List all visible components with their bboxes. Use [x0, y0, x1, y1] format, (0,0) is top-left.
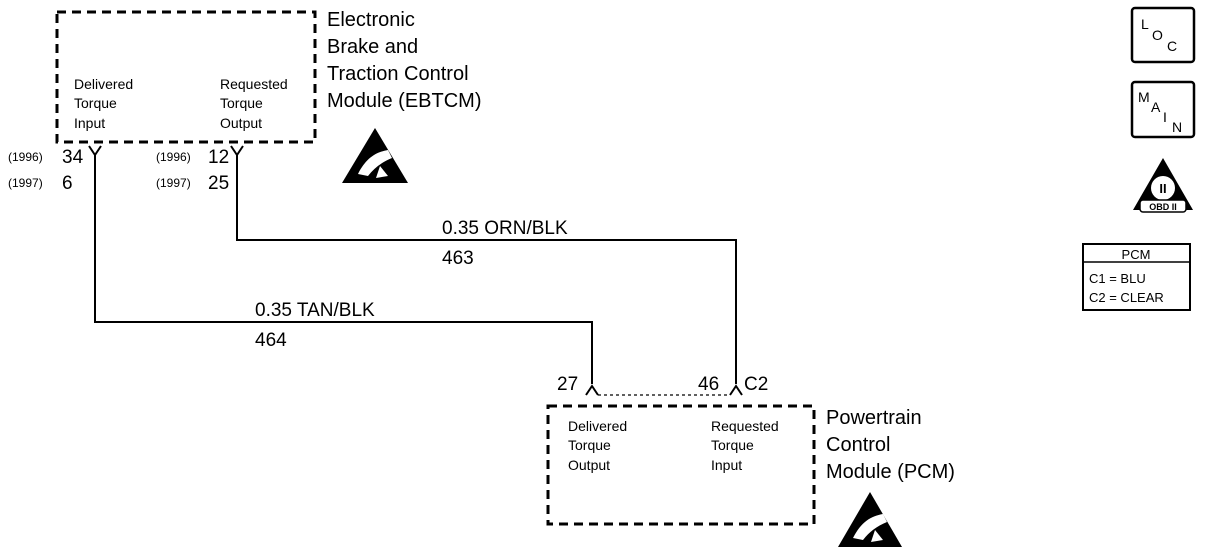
loc-icon-o: O — [1152, 27, 1163, 43]
esd-warning-icon-pcm — [838, 492, 902, 547]
legend-title: PCM — [1122, 247, 1151, 262]
main-icon-i: I — [1163, 109, 1167, 125]
ebtcm-terminal-left — [88, 145, 102, 160]
obd-ii-label: OBD II — [1149, 202, 1177, 212]
pcm-title-line-2: Control — [826, 434, 890, 456]
pcm-box — [546, 404, 816, 526]
ebtcm-pin-left-1996: 34 — [62, 147, 84, 168]
ebtcm-pin-right-year-1997: (1997) — [156, 176, 191, 190]
wire-tan-blk — [94, 160, 593, 384]
pcm-pin-left: 27 — [557, 374, 578, 395]
ebtcm-left-label: Delivered Torque Input — [74, 76, 133, 131]
pcm-left-label-3: Output — [568, 457, 610, 473]
ebtcm-right-label-2: Torque — [220, 95, 263, 111]
wire-tan-circuit: 464 — [255, 330, 287, 351]
ebtcm-right-label-3: Output — [220, 115, 262, 131]
pcm-terminal-left — [585, 384, 599, 396]
ebtcm-title: Electronic Brake and Traction Control Mo… — [327, 9, 481, 112]
ebtcm-right-label: Requested Torque Output — [220, 76, 288, 131]
obd-ii-icon: II OBD II — [1133, 158, 1193, 213]
wire-orn-label: 0.35 ORN/BLK — [442, 218, 568, 239]
loc-icon-l: L — [1141, 16, 1149, 32]
ebtcm-box — [55, 10, 317, 144]
ebtcm-pin-left-year-1997: (1997) — [8, 176, 43, 190]
ebtcm-pin-right-1996: 12 — [208, 147, 229, 168]
loc-icon-c: C — [1167, 38, 1177, 54]
pcm-left-label: Delivered Torque Output — [568, 418, 627, 473]
legend-c2: C2 = CLEAR — [1089, 290, 1164, 305]
loc-icon: L O C — [1130, 6, 1196, 64]
main-icon-m: M — [1138, 89, 1150, 105]
ebtcm-terminal-right — [230, 145, 244, 160]
ebtcm-title-line-2: Brake and — [327, 36, 418, 58]
wire-orn-blk — [236, 160, 737, 384]
wire-orn-circuit: 463 — [442, 248, 474, 269]
ebtcm-pin-left-1997: 6 — [62, 173, 73, 194]
pcm-left-label-1: Delivered — [568, 418, 627, 434]
main-icon: M A I N — [1130, 80, 1196, 139]
ebtcm-title-line-4: Module (EBTCM) — [327, 90, 481, 112]
pcm-right-label-3: Input — [711, 457, 742, 473]
pcm-title-line-1: Powertrain — [826, 407, 922, 429]
main-icon-a: A — [1151, 99, 1161, 115]
pcm-right-label-2: Torque — [711, 437, 754, 453]
ebtcm-pin-left-year-1996: (1996) — [8, 150, 43, 164]
pcm-right-label-1: Requested — [711, 418, 779, 434]
wire-tan-label: 0.35 TAN/BLK — [255, 300, 375, 321]
legend-c1: C1 = BLU — [1089, 271, 1146, 286]
pcm-pin-right: 46 — [698, 374, 719, 395]
ebtcm-left-label-3: Input — [74, 115, 105, 131]
ebtcm-title-line-3: Traction Control — [327, 63, 469, 85]
pcm-connector-legend: PCM C1 = BLU C2 = CLEAR — [1082, 243, 1191, 311]
ebtcm-right-label-1: Requested — [220, 76, 288, 92]
pcm-connector-id: C2 — [744, 374, 768, 395]
ebtcm-left-label-1: Delivered — [74, 76, 133, 92]
ebtcm-pin-right-1997: 25 — [208, 173, 229, 194]
pcm-title-line-3: Module (PCM) — [826, 461, 955, 483]
obd-ii-roman: II — [1159, 181, 1166, 196]
ebtcm-title-line-1: Electronic — [327, 9, 415, 31]
esd-warning-icon — [342, 128, 408, 183]
ebtcm-pin-right: (1996) 12 (1997) 25 — [156, 145, 244, 194]
ebtcm-left-label-2: Torque — [74, 95, 117, 111]
pcm-title: Powertrain Control Module (PCM) — [826, 407, 955, 483]
pcm-right-label: Requested Torque Input — [711, 418, 779, 473]
pcm-left-label-2: Torque — [568, 437, 611, 453]
ebtcm-pin-left: (1996) 34 (1997) 6 — [8, 145, 102, 194]
main-icon-n: N — [1172, 119, 1182, 135]
pcm-terminal-right — [729, 384, 743, 396]
ebtcm-pin-right-year-1996: (1996) — [156, 150, 191, 164]
